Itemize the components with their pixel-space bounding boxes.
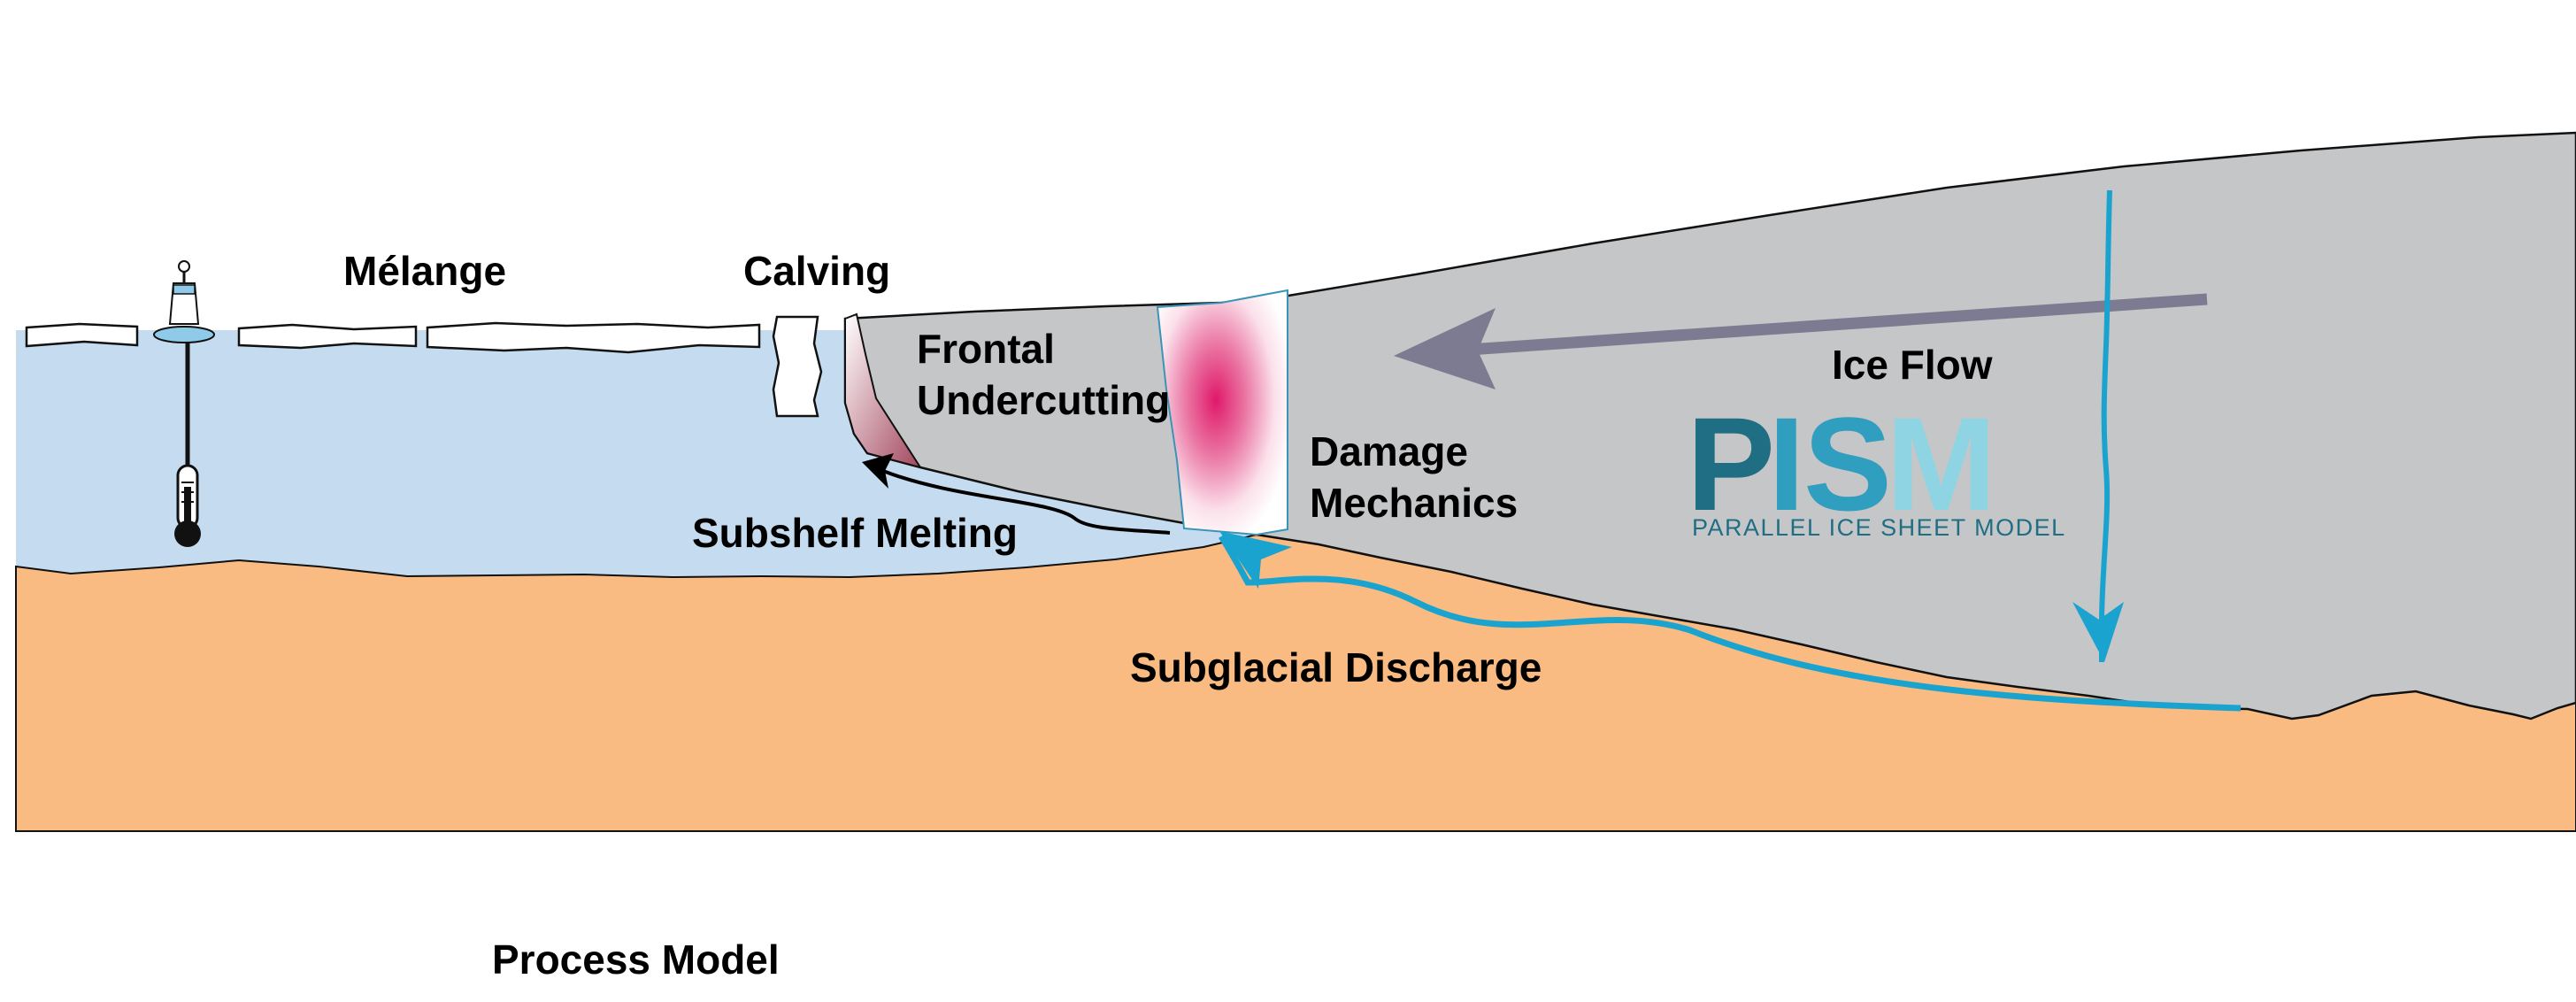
label-ice-flow: Ice Flow	[1832, 342, 1993, 388]
damage-zone	[1156, 289, 1288, 536]
label-subglacial-discharge: Subglacial Discharge	[1130, 644, 1542, 690]
ice-flow-arrow	[1394, 293, 2208, 389]
logo-letter-p: P	[1687, 389, 1775, 538]
label-undercutting: Undercutting	[917, 377, 1170, 423]
logo-letter-m: M	[1886, 389, 1996, 538]
logo-letter-s: S	[1803, 389, 1892, 538]
thermometer-icon	[174, 464, 201, 547]
meltwater-arrow	[2072, 189, 2124, 662]
label-melange: Mélange	[343, 248, 506, 294]
label-subshelf-melting: Subshelf Melting	[692, 510, 1018, 556]
melange-floes	[25, 321, 761, 354]
label-process-model: Process Model	[492, 936, 780, 983]
subshelf-melting-arrow	[862, 453, 1171, 535]
label-mechanics: Mechanics	[1310, 480, 1518, 526]
label-frontal: Frontal	[917, 326, 1055, 372]
pism-logo: P I S M PARALLEL ICE SHEET MODEL	[1687, 389, 2066, 541]
frontal-undercutting-region	[844, 312, 923, 469]
logo-subtitle: PARALLEL ICE SHEET MODEL	[1692, 514, 2066, 541]
label-damage: Damage	[1310, 428, 1468, 474]
calving-iceberg	[772, 315, 823, 418]
subglacial-discharge-arrow	[1219, 531, 2242, 712]
buoy-icon	[153, 260, 215, 478]
label-calving: Calving	[743, 248, 890, 294]
logo-letter-i: I	[1768, 389, 1805, 538]
